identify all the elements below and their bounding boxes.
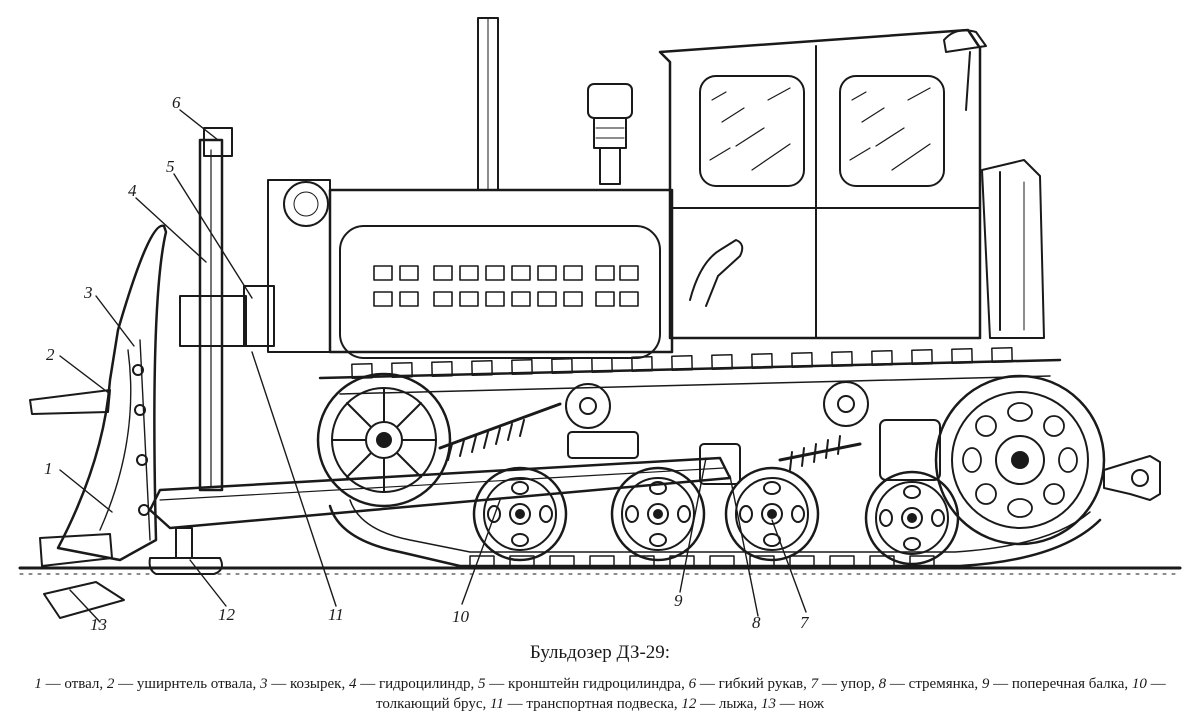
road-wheel-3	[724, 466, 820, 562]
callout-11: 11	[328, 605, 344, 624]
callout-10: 10	[452, 607, 470, 626]
headlight	[283, 181, 329, 227]
blade-extension	[29, 389, 111, 415]
figure-title: Бульдозер ДЗ-29:	[529, 642, 671, 663]
legend-item-label: — стремянка,	[886, 676, 982, 692]
legend-item-label: — нож	[775, 696, 824, 712]
legend-item-label: — толкающий брус,	[376, 676, 1166, 712]
legend-item: 7 — упор,	[811, 676, 879, 692]
blade-knife	[39, 533, 113, 567]
legend-item-label: — транспортная подвеска,	[503, 696, 682, 712]
legend-item-label: — лыжа,	[696, 696, 761, 712]
legend-item-number: 6	[688, 676, 697, 692]
figure-legend: 1 — отвал, 2 — уширнтель отвала, 3 — коз…	[20, 674, 1180, 714]
legend-item-label: — кронштейн гидроцилиндра,	[485, 676, 689, 692]
callout-13: 13	[90, 615, 107, 630]
stirrup-bracket	[699, 443, 741, 485]
cab-left-window	[699, 75, 805, 187]
hydraulic-cylinder	[179, 127, 275, 492]
callout-4: 4	[128, 181, 137, 200]
road-wheel-4	[864, 470, 960, 566]
tow-hitch	[1103, 455, 1161, 501]
legend-item-number: 5	[478, 676, 486, 692]
callout-3: 3	[83, 283, 93, 302]
legend-item-number: 8	[878, 676, 887, 692]
legend-item: 12 — лыжа,	[681, 696, 761, 712]
legend-item: 1 — отвал,	[34, 676, 107, 692]
blade-knife-detached	[43, 581, 125, 619]
support-rollers	[565, 381, 869, 429]
exhaust-pipe	[477, 17, 499, 191]
callout-8: 8	[752, 613, 761, 630]
callout-7: 7	[800, 613, 810, 630]
callout-2: 2	[46, 345, 55, 364]
legend-item: 10 — толкающий брус,	[376, 676, 1166, 712]
cab-right-window	[839, 75, 945, 187]
ski	[148, 527, 223, 575]
legend-item-label: — отвал,	[41, 676, 107, 692]
fuel-tank	[981, 159, 1045, 339]
legend-item: 8 — стремянка,	[879, 676, 982, 692]
legend-item-label: — упор,	[818, 676, 879, 692]
ground-line	[18, 566, 1182, 575]
legend-item-number: 3	[259, 676, 268, 692]
cab-light	[943, 29, 987, 53]
callout-5: 5	[166, 157, 175, 176]
legend-item-number: 2	[106, 676, 115, 692]
legend-item-number: 10	[1131, 676, 1147, 692]
legend-item-number: 11	[490, 696, 504, 712]
drive-sprocket	[934, 374, 1106, 546]
air-cleaner	[587, 83, 633, 185]
legend-item-label: — уширнтель отвала,	[114, 676, 260, 692]
legend-item: 4 — гидроцилиндр,	[349, 676, 478, 692]
hood-louvres	[373, 265, 639, 307]
road-wheel-2	[610, 466, 706, 562]
bulldozer-drawing: 1 2 3 4 5 6 7 8 9 10 11 12 13	[18, 17, 1182, 630]
legend-item-number: 9	[981, 676, 990, 692]
blade	[29, 224, 168, 619]
legend-item: 3 — козырек,	[260, 676, 349, 692]
legend-item-number: 13	[760, 696, 776, 712]
track-upper	[318, 347, 1062, 395]
legend-item-number: 7	[810, 676, 819, 692]
legend-item-label: — гидроцилиндр,	[356, 676, 479, 692]
track-lower	[328, 499, 1102, 568]
engine-hood	[267, 179, 674, 359]
legend-item: 6 — гибкий рукав,	[689, 676, 811, 692]
spring-assembly	[438, 402, 941, 485]
legend-item-label: — гибкий рукав,	[696, 676, 811, 692]
legend-item-label: — поперечная балка,	[989, 676, 1132, 692]
legend-item: 11 — транспортная подвеска,	[490, 696, 681, 712]
legend-item-number: 4	[348, 676, 357, 692]
callout-6: 6	[172, 93, 181, 112]
stop-plate	[879, 419, 941, 481]
callout-1: 1	[44, 459, 53, 478]
legend-item-number: 1	[34, 676, 42, 692]
cab	[658, 28, 987, 340]
legend-item: 5 — кронштейн гидроцилиндра,	[478, 676, 689, 692]
callout-12: 12	[218, 605, 236, 624]
road-wheels	[472, 466, 960, 566]
legend-item-label: — козырек,	[267, 676, 349, 692]
legend-item: 13 — нож	[761, 696, 824, 712]
legend-item-number: 12	[681, 696, 697, 712]
pushing-beam	[148, 456, 732, 530]
legend-item: 9 — поперечная балка,	[982, 676, 1132, 692]
leader-lines	[59, 109, 807, 623]
callout-labels: 1 2 3 4 5 6 7 8 9 10 11 12 13	[44, 93, 810, 630]
callout-9: 9	[674, 591, 683, 610]
road-wheel-1	[472, 466, 568, 562]
legend-item: 2 — уширнтель отвала,	[107, 676, 260, 692]
engine-side-panel	[339, 225, 661, 359]
front-idler-wheel	[316, 372, 452, 508]
